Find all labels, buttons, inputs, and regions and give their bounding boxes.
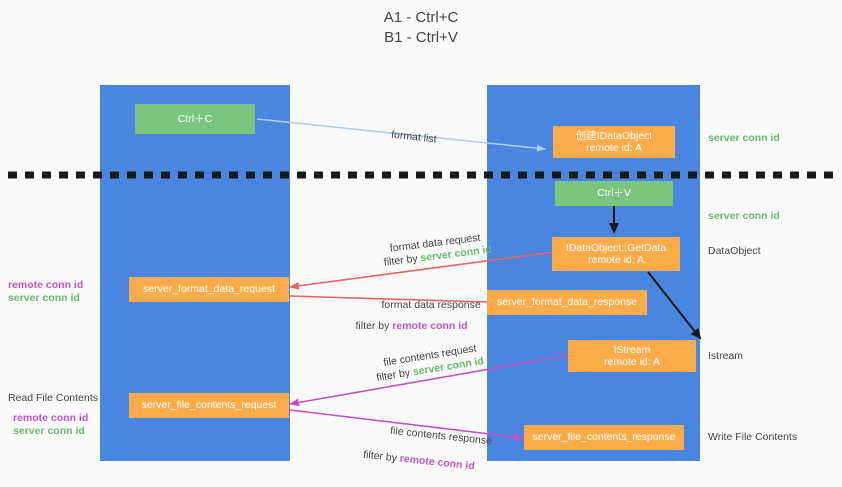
edge-label-file-contents-request: file contents request (382, 342, 478, 369)
edge-label-file-contents-response-filter: filter by remote conn id (362, 448, 476, 473)
edge-label-file-contents-response: file contents response (389, 424, 493, 448)
node-ctrl-v[interactable]: Ctrl＋V (555, 181, 673, 206)
label-read-file-contents: Read File Contents (8, 392, 98, 404)
label-dataobject: DataObject (708, 245, 761, 257)
edge-label-format-data-request: format data request (389, 231, 482, 255)
node-ctrl-c[interactable]: Ctrl＋C (135, 104, 255, 134)
edge-label-format-list: format list (390, 128, 438, 146)
page-title: A1 - Ctrl+C B1 - Ctrl+V (0, 8, 842, 48)
edge-label-format-data-request-filter-key: server conn id (419, 243, 493, 265)
edge-label-format-data-response: format data response (381, 299, 481, 311)
label-istream: Istream (708, 350, 744, 362)
label-server-conn-id-top: server conn id (708, 132, 780, 144)
node-server-format-data-response[interactable]: server_format_data_response (487, 290, 647, 315)
edge-label-file-contents-request-filter: filter by server conn id (375, 355, 485, 384)
edge-file-contents-response (280, 404, 524, 441)
node-getdata-line1: IDataObject::GetData (565, 241, 667, 254)
edge-label-file-contents-request-filter-key: server conn id (411, 355, 485, 379)
edge-file-contents-request (289, 354, 571, 407)
node-server-file-contents-request[interactable]: server_file_contents_request (129, 393, 289, 418)
edge-getdata-to-istream (647, 271, 702, 340)
label-remote-conn-id-1: remote conn id (8, 279, 84, 291)
label-server-conn-id-2: server conn id (13, 425, 85, 437)
title-line-2: B1 - Ctrl+V (384, 29, 458, 46)
label-remote-conn-id-2: remote conn id (13, 412, 89, 424)
column-a1-name: A1 (187, 85, 203, 97)
node-server-file-contents-request-label: server_file_contents_request (141, 399, 277, 412)
node-server-file-contents-response[interactable]: server_file_contents_response (524, 425, 684, 450)
node-create-idataobject-line2: remote id: A (585, 142, 643, 154)
node-server-format-data-response-label: server_format_data_response (496, 296, 638, 309)
edge-label-format-data-response-filter-key: remote conn id (392, 320, 468, 332)
label-write-file-contents: Write File Contents (708, 431, 798, 443)
edge-label-file-contents-response-filter-key: remote conn id (399, 452, 476, 473)
label-server-conn-id-mid: server conn id (708, 210, 780, 222)
node-create-idataobject-line1: 创建IDataObject (575, 129, 653, 142)
node-getdata-line2: remote id: A (587, 254, 645, 266)
column-b1-name: B1 (586, 85, 601, 97)
edge-format-data-request (289, 251, 555, 290)
node-istream-line2: remote id: A (603, 356, 661, 368)
node-idataobject-getdata[interactable]: IDataObject::GetData remote id: A (552, 237, 680, 271)
edge-format-data-response (280, 291, 488, 303)
node-server-format-data-request[interactable]: server_format_data_request (129, 277, 289, 302)
edge-label-format-data-request-filter: filter by server conn id (383, 243, 493, 269)
title-line-1: A1 - Ctrl+C (383, 9, 459, 26)
node-ctrl-v-label: Ctrl＋V (597, 187, 631, 200)
node-server-file-contents-response-label: server_file_contents_response (532, 431, 676, 444)
node-istream[interactable]: IStream remote id: A (568, 340, 696, 372)
node-istream-line1: IStream (613, 343, 651, 356)
node-ctrl-c-label: Ctrl＋C (177, 112, 213, 125)
label-server-conn-id-1: server conn id (8, 292, 80, 304)
node-create-idataobject[interactable]: 创建IDataObject remote id: A (553, 126, 675, 158)
edge-label-format-data-response-filter: filter by remote conn id (355, 320, 468, 332)
node-server-format-data-request-label: server_format_data_request (143, 283, 275, 296)
